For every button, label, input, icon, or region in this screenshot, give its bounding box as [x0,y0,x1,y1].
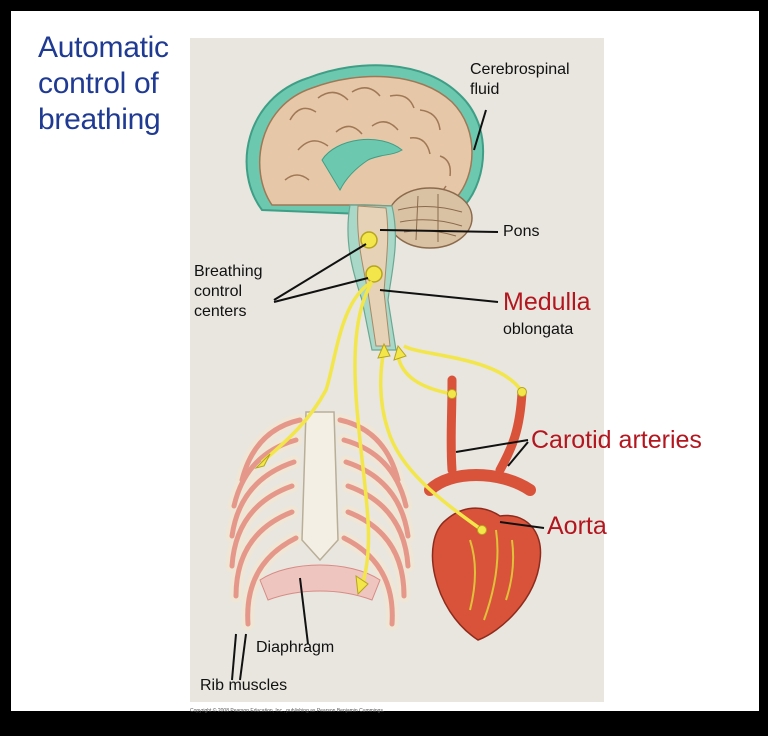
label-cerebrospinal: Cerebrospinal [470,60,570,80]
label-breathing: Breathing [194,262,263,282]
label-aorta: Aorta [547,512,607,540]
label-carotid-arteries: Carotid arteries [531,426,702,454]
aortic-receptor [478,526,487,535]
label-rib-muscles: Rib muscles [200,676,287,696]
label-oblongata: oblongata [503,320,573,340]
carotid-receptor-right [518,388,527,397]
carotid-receptor-left [448,390,457,399]
label-fluid: fluid [470,80,499,100]
label-diaphragm: Diaphragm [256,638,334,658]
label-centers: centers [194,302,246,322]
label-control: control [194,282,242,302]
brain-illustration [247,65,484,350]
copyright-note: Copyright © 2008 Pearson Education, Inc.… [190,708,384,714]
heart-illustration [430,380,541,640]
medulla-center [366,266,382,282]
rib-cage-illustration [232,412,408,624]
label-pons: Pons [503,222,539,242]
label-medulla: Medulla [503,288,591,316]
